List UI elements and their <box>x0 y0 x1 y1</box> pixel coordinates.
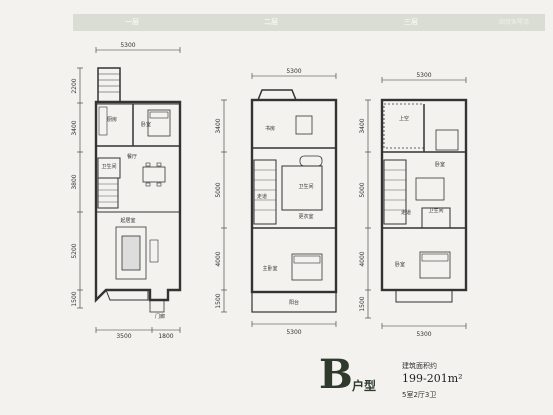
f3-bottom-dim: 5300 <box>416 331 431 338</box>
f1-top-dim: 5300 <box>120 42 135 49</box>
f1-dim-1: 2200 <box>71 78 78 93</box>
room-f3-bedroom-1: 卧室 <box>435 161 445 168</box>
room-study: 书房 <box>265 125 275 132</box>
unit-letter: B <box>319 351 353 398</box>
floor-2-plan <box>221 73 338 327</box>
brand-label: 国贸天琴湾 <box>498 19 529 26</box>
f2-dim-3: 4000 <box>215 251 222 266</box>
room-f1-bedroom: 卧室 <box>141 121 151 128</box>
area-value: 199-201m² <box>402 372 463 385</box>
room-door: 门廊 <box>155 313 165 320</box>
room-kitchen: 厨房 <box>107 116 117 123</box>
f1-bottom-dim-1: 3500 <box>116 333 131 340</box>
f2-dim-4: 1500 <box>215 293 222 308</box>
f2-top-dim: 5300 <box>286 68 301 75</box>
room-f2-bathroom: 卫生间 <box>298 183 313 190</box>
f1-bottom-dim-2: 1800 <box>158 333 173 340</box>
room-f3-corridor: 走道 <box>401 209 411 216</box>
area-label: 建筑面积约 <box>402 362 437 370</box>
f3-top-dim: 5300 <box>416 72 431 79</box>
unit-type-label: 户型 <box>352 379 377 393</box>
room-f2-corridor: 走道 <box>257 193 267 200</box>
floor-3-plan <box>365 77 468 329</box>
tab-floor-2[interactable]: 二层 <box>264 18 278 26</box>
rooms-summary: 5室2厅3卫 <box>402 391 437 399</box>
f2-dim-2: 5000 <box>215 182 222 197</box>
f1-dim-5: 1500 <box>71 291 78 306</box>
room-f3-bathroom: 卫生间 <box>428 207 443 214</box>
f3-dim-1: 3400 <box>359 118 366 133</box>
room-f1-bathroom: 卫生间 <box>101 163 116 170</box>
f3-dim-4: 1500 <box>359 296 366 311</box>
tab-floor-3[interactable]: 三层 <box>404 18 418 26</box>
floor-tab-bar: 一层 二层 三层 国贸天琴湾 <box>73 14 545 31</box>
room-master-bedroom: 主卧室 <box>262 265 277 272</box>
f2-bottom-dim: 5300 <box>286 329 301 336</box>
f1-dim-4: 5200 <box>71 243 78 258</box>
room-f3-bedroom-2: 卧室 <box>395 261 405 268</box>
f1-dim-3: 3800 <box>71 174 78 189</box>
f3-dim-3: 4000 <box>359 251 366 266</box>
f1-dim-2: 3400 <box>71 120 78 135</box>
room-dressing: 更衣室 <box>298 213 313 220</box>
room-void: 上空 <box>399 115 409 122</box>
room-living: 起居室 <box>120 217 135 224</box>
floor-1-plan <box>77 47 182 333</box>
room-dining: 餐厅 <box>127 153 137 160</box>
tab-floor-1[interactable]: 一层 <box>125 18 139 26</box>
f2-dim-1: 3400 <box>215 118 222 133</box>
f3-dim-2: 5000 <box>359 182 366 197</box>
room-terrace: 阳台 <box>289 299 299 306</box>
